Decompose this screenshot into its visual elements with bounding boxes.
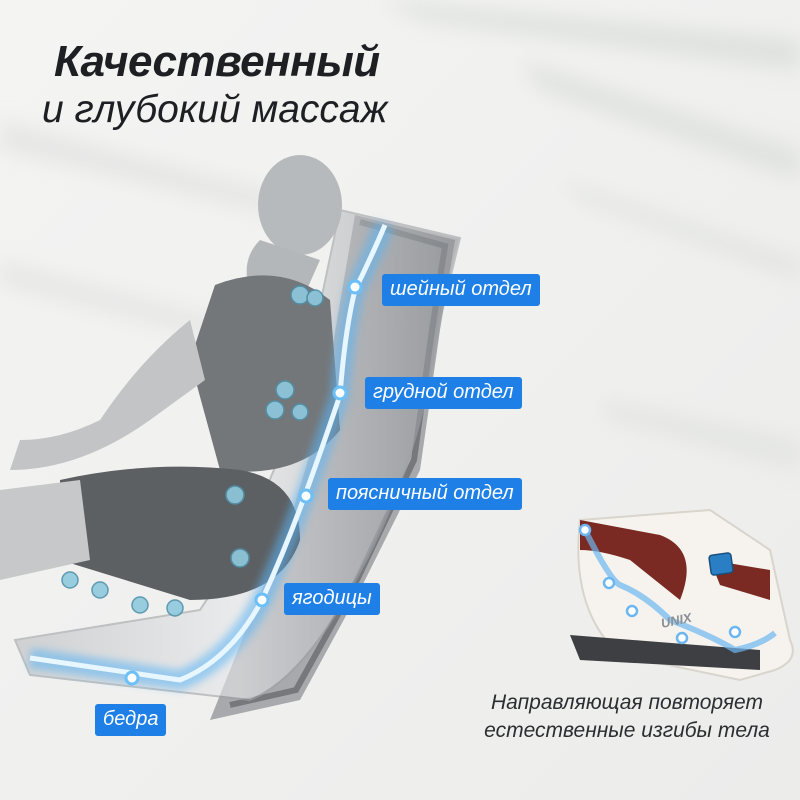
rail-point-chest	[332, 385, 348, 401]
rail-point-glutes	[254, 592, 270, 608]
zone-label-thighs: бедра	[95, 704, 167, 736]
massage-rollers	[61, 285, 324, 617]
rail-point-neck	[347, 279, 363, 295]
caption-line-2: естественные изгибы тела	[484, 719, 770, 742]
product-brand-logo: UNIX	[660, 610, 695, 631]
heading-line-2: и глубокий массаж	[42, 88, 388, 131]
product-chair: UNIX	[570, 508, 794, 682]
heading-line-1: Качественный	[54, 37, 380, 86]
product-caption: Направляющая повторяет естественные изги…	[468, 689, 786, 745]
page-heading: Качественный и глубокий массаж	[42, 37, 387, 130]
caption-line-1: Направляющая повторяет	[491, 691, 763, 714]
zone-label-lumbar: поясничный отдел	[328, 478, 522, 510]
zone-label-chest: грудной отдел	[365, 377, 522, 409]
rail-points	[124, 279, 363, 686]
rail-point-lumbar	[298, 488, 314, 504]
zone-label-neck: шейный отдел	[382, 274, 540, 306]
zone-label-glutes: ягодицы	[284, 583, 380, 615]
remote-screen-icon	[708, 552, 734, 576]
rail-point-thighs	[124, 670, 140, 686]
